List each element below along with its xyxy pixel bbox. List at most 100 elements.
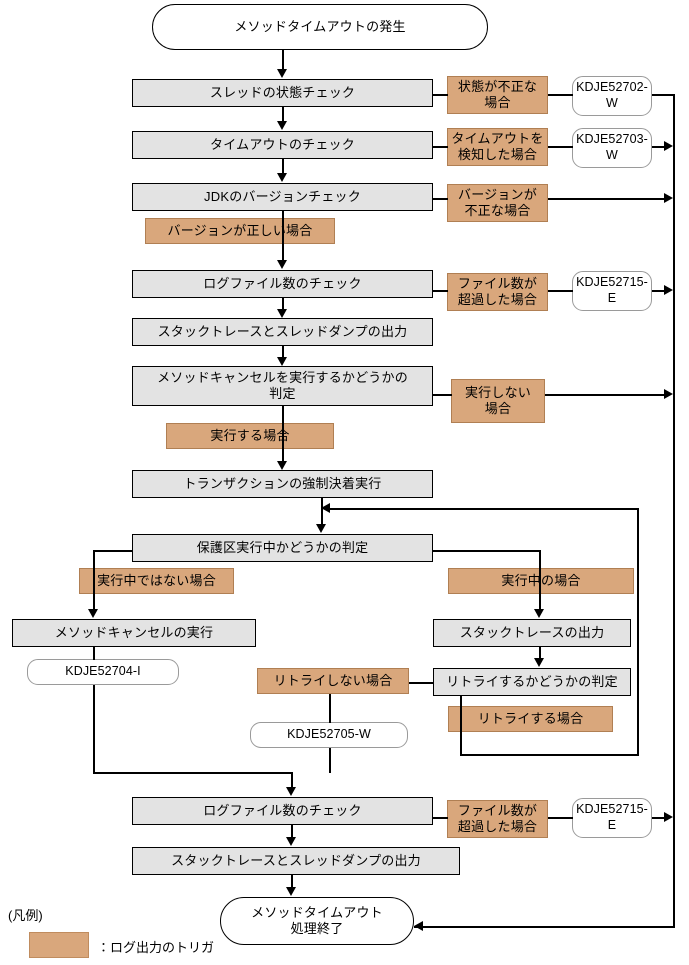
connector-decision-to-transaction: [282, 406, 284, 461]
arrowhead-log-file-count-1: [277, 260, 287, 269]
arrowhead-rail-notexec: [664, 389, 673, 399]
connector-timeout-to-jdk: [282, 159, 284, 173]
connector-start-to-thread: [282, 50, 284, 70]
message-kdje52704i: KDJE52704-I: [27, 659, 179, 685]
connector-retry-loop-up: [637, 508, 639, 756]
connector-retry-to-noretry: [409, 682, 434, 684]
message-kdje52705w: KDJE52705-W: [250, 722, 408, 748]
connector-logcount2-to-trigger: [433, 817, 448, 819]
connector-protected-left-h: [93, 550, 133, 552]
arrowhead-thread-state: [277, 69, 287, 78]
arrowhead-retry-decision: [534, 658, 544, 667]
arrowhead-transaction-force-settle: [277, 461, 287, 470]
trigger-state-invalid: 状態が不正な 場合: [447, 76, 548, 114]
connector-noretry-down-to-msg: [329, 694, 331, 723]
connector-protected-right-v: [539, 550, 541, 610]
connector-cancel-to-msg52704: [93, 647, 95, 660]
connector-retry-loop-right: [460, 754, 638, 756]
legend-trigger-swatch: [29, 932, 89, 958]
process-protected-area-decision: 保護区実行中かどうかの判定: [132, 534, 433, 562]
connector-trigger-to-msg-52703: [548, 146, 573, 148]
arrowhead-log-file-count-2: [286, 787, 296, 796]
connector-stacktrace1-to-decision: [282, 346, 284, 357]
connector-trigger-to-msg-52715-1: [548, 290, 573, 292]
connector-msg52703-to-rail: [652, 146, 665, 148]
process-jdk-version-check: JDKのバージョンチェック: [132, 183, 433, 211]
connector-stacktrace-to-retry: [539, 647, 541, 658]
connector-protected-right-h: [433, 550, 540, 552]
connector-thread-to-trigger: [433, 94, 448, 96]
trigger-not-execute: 実行しない 場合: [451, 379, 545, 423]
rail-bottom-horizontal: [414, 926, 675, 928]
trigger-not-running: 実行中ではない場合: [79, 568, 234, 594]
process-transaction-force-settle: トランザクションの強制決着実行: [132, 470, 433, 498]
arrowhead-retry-loop-merge: [321, 503, 330, 513]
connector-merge-to-logcount2: [291, 772, 293, 788]
connector-trigger-to-msg-52715-2: [548, 817, 573, 819]
legend-heading: (凡例): [8, 908, 43, 923]
trigger-version-valid: バージョンが正しい場合: [145, 218, 335, 244]
end-terminal: メソッドタイムアウト 処理終了: [220, 897, 414, 945]
arrowhead-rail-version: [664, 193, 673, 203]
arrowhead-stacktrace-threaddump-2: [286, 837, 296, 846]
process-method-cancel-execute: メソッドキャンセルの実行: [12, 619, 256, 647]
connector-version-invalid-to-rail: [548, 198, 665, 200]
arrowhead-end: [286, 887, 296, 896]
trigger-retry: リトライする場合: [448, 706, 613, 732]
message-kdje52703w: KDJE52703- W: [572, 128, 652, 168]
trigger-execute: 実行する場合: [166, 423, 334, 449]
connector-msg52715-2-to-rail: [652, 817, 665, 819]
arrowhead-protected-area-decision: [316, 524, 326, 533]
arrowhead-jdk-version: [277, 173, 287, 182]
process-log-file-count-check-2: ログファイル数のチェック: [132, 797, 433, 825]
legend-description: ：ログ出力のトリガ: [97, 940, 215, 955]
rail-right-vertical: [673, 94, 675, 927]
arrowhead-stacktrace-threaddump-1: [277, 309, 287, 318]
process-stacktrace-output: スタックトレースの出力: [433, 619, 631, 647]
connector-logcount1-to-trigger: [433, 290, 448, 292]
connector-decision-to-trigger-notexec: [433, 394, 452, 396]
trigger-timeout-detected: タイムアウトを 検知した場合: [447, 128, 548, 166]
connector-trigger-to-msg-52702: [548, 94, 573, 96]
trigger-file-count-exceeded-2: ファイル数が 超過した場合: [447, 800, 548, 838]
process-stacktrace-threaddump-2: スタックトレースとスレッドダンプの出力: [132, 847, 460, 875]
arrowhead-end-terminal-right: [414, 921, 423, 931]
connector-timeout-to-trigger: [433, 146, 448, 148]
connector-msg52715-1-to-rail: [652, 290, 665, 292]
process-log-file-count-check-1: ログファイル数のチェック: [132, 270, 433, 298]
start-terminal: メソッドタイムアウトの発生: [152, 4, 488, 50]
message-kdje52715e-1: KDJE52715- E: [572, 271, 652, 311]
connector-thread-to-timeout: [282, 107, 284, 121]
connector-msg52702-to-rail: [652, 94, 674, 96]
process-thread-state-check: スレッドの状態チェック: [132, 79, 433, 107]
trigger-running: 実行中の場合: [448, 568, 634, 594]
process-method-cancel-decision: メソッドキャンセルを実行するかどうかの 判定: [132, 366, 433, 406]
arrowhead-stacktrace-output: [534, 609, 544, 618]
trigger-version-invalid: バージョンが 不正な場合: [447, 184, 548, 222]
arrowhead-rail-logcount1: [664, 285, 673, 295]
trigger-file-count-exceeded-1: ファイル数が 超過した場合: [447, 273, 548, 311]
connector-stacktrace2-to-end: [291, 875, 293, 888]
process-timeout-check: タイムアウトのチェック: [132, 131, 433, 159]
connector-logcount2-to-stacktrace2: [291, 825, 293, 838]
connector-retry-loop-down: [460, 696, 462, 755]
process-retry-decision: リトライするかどうかの判定: [433, 668, 631, 696]
connector-notexec-to-rail: [545, 394, 665, 396]
connector-protected-left-v: [93, 550, 95, 610]
connector-left-merge-h: [93, 772, 292, 774]
arrowhead-rail-logcount2: [664, 812, 673, 822]
trigger-no-retry: リトライしない場合: [257, 668, 409, 694]
connector-jdk-to-trigger: [433, 198, 448, 200]
arrowhead-rail-timeout: [664, 141, 673, 151]
connector-retry-loop-back: [330, 508, 638, 510]
connector-msg52704-down: [93, 685, 95, 773]
message-kdje52715e-2: KDJE52715- E: [572, 798, 652, 838]
arrowhead-method-cancel-decision: [277, 357, 287, 366]
connector-jdk-to-logcount: [282, 211, 284, 260]
arrowhead-method-cancel-execute: [88, 609, 98, 618]
arrowhead-timeout-check: [277, 121, 287, 130]
connector-logcount-to-stacktrace1: [282, 298, 284, 309]
message-kdje52702w: KDJE52702- W: [572, 76, 652, 116]
process-stacktrace-threaddump-1: スタックトレースとスレッドダンプの出力: [132, 318, 433, 346]
